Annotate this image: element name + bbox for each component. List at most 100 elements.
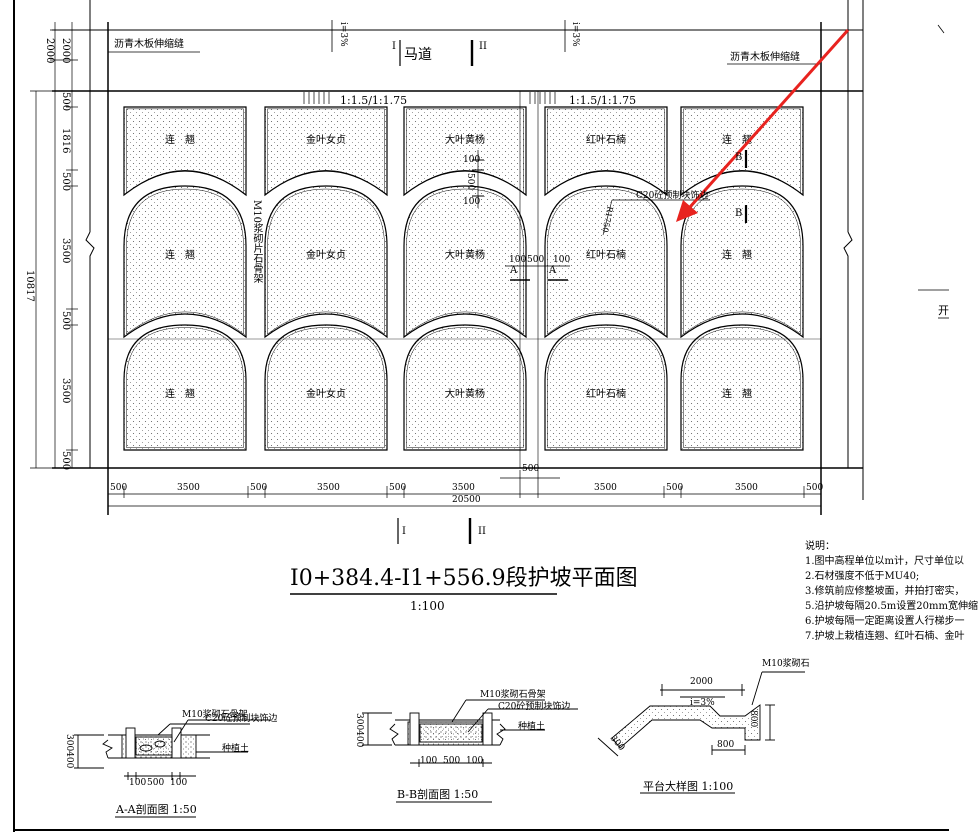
dim-left-1: 2000 — [60, 38, 71, 64]
cell-inner-row3-5 — [683, 327, 801, 448]
section-mark-I-top: I — [392, 41, 396, 52]
dim-left-2: 500 — [60, 92, 71, 112]
cell-inner-row2-3 — [406, 188, 524, 335]
aa-label-2: C20砼预制块饰边 — [205, 714, 278, 724]
plant-label-row3-3: 大叶黄杨 — [445, 387, 485, 400]
note-1: 1.图中高程单位以m计，尺寸单位以 — [805, 556, 965, 567]
aa-dim-3: 100 — [170, 778, 188, 788]
bb-dim-v: 300400 — [354, 713, 364, 748]
cell-row1-2 — [264, 106, 388, 197]
platform-drawing — [597, 671, 805, 794]
dim-total-height: 10817 — [24, 270, 35, 302]
platform-dim-side: 800 — [748, 710, 758, 728]
platform-slope: i=3% — [690, 698, 715, 708]
plant-label-row1-2: 金叶女贞 — [306, 133, 346, 146]
aa-label-1: M10浆砌石骨架 — [182, 710, 248, 720]
dim-bottom-8: 500 — [666, 483, 684, 493]
plant-label-row2-4: 红叶石楠 — [586, 248, 626, 261]
aa-dim-2: 500 — [147, 778, 165, 788]
bb-label-2: C20砼预制块饰边 — [498, 702, 571, 712]
bb-label-3: 种植土 — [518, 722, 546, 732]
bb-caption: B-B剖面图 1:50 — [397, 788, 479, 801]
bb-dim-1: 100 — [420, 756, 438, 766]
bb-label-1: M10浆砌石骨架 — [480, 690, 546, 700]
skeleton-label: M10浆砌片石骨架 — [251, 200, 262, 283]
dim-bottom-6: 500 — [522, 464, 540, 474]
notes-heading: 说明： — [805, 541, 835, 552]
aa-dim-v: 300400 — [64, 734, 74, 769]
cell-row1-4 — [544, 106, 668, 197]
plant-label-row2-2: 金叶女贞 — [306, 248, 346, 261]
dim-left-4: 500 — [60, 172, 71, 192]
annotation-arrow — [676, 29, 850, 222]
cell-row3-3 — [403, 324, 527, 451]
dim-left-6: 500 — [60, 311, 71, 331]
dim-inner-100d: 100 — [553, 255, 571, 265]
cell-inner-row1-3 — [406, 108, 524, 194]
aa-label-3: 种植土 — [222, 744, 250, 754]
dim-bottom-7: 3500 — [594, 483, 617, 493]
platform-caption: 平台大样图 1:100 — [643, 780, 734, 793]
dim-left-5: 3500 — [60, 238, 71, 264]
slope-mark-1: i=3% — [338, 22, 348, 47]
section-mark-A-right: A — [549, 265, 557, 276]
cell-inner-row3-1 — [126, 327, 244, 448]
cell-row2-1 — [123, 185, 247, 339]
cell-inner-row3-4 — [547, 327, 665, 448]
plant-label-row2-3: 大叶黄杨 — [445, 248, 485, 261]
cell-inner-row1-1 — [126, 108, 244, 194]
plant-label-row1-1: 连翘 — [165, 133, 205, 146]
dim-inner-500a: 500 — [465, 173, 475, 191]
cell-inner-row1-4 — [547, 108, 665, 194]
dim-inner-500b: 500 — [527, 255, 545, 265]
platform-dim-top: 2000 — [690, 677, 713, 687]
section-markers — [108, 20, 820, 544]
dim-bottom-2: 500 — [250, 483, 268, 493]
platform-dim-bottom: 800 — [717, 740, 735, 750]
cell-inner-row2-4 — [547, 188, 665, 335]
joint-label-left: 沥青木板伸缩缝 — [114, 39, 184, 50]
section-aa-drawing — [74, 719, 270, 818]
plant-label-row1-4: 红叶石楠 — [586, 133, 626, 146]
planting-cells: 连翘金叶女贞大叶黄杨红叶石楠连翘连翘金叶女贞大叶黄杨红叶石楠连翘连翘金叶女贞大叶… — [108, 106, 821, 451]
note-3: 3.修筑前应修整坡面，并拍打密实， — [805, 586, 965, 597]
slope-ratio-right: 1:1.5/1:1.75 — [569, 94, 637, 107]
note-6: 6.护坡每隔一定距离设置人行梯步一 — [805, 616, 965, 627]
bb-dim-2: 500 — [443, 756, 461, 766]
dim-inner-100c: 100 — [509, 255, 527, 265]
section-mark-I-bottom: I — [402, 526, 406, 537]
dimension-bottom — [108, 470, 821, 507]
cell-inner-row2-1 — [126, 188, 244, 335]
plant-label-row2-1: 连翘 — [165, 248, 205, 261]
dim-bottom-0: 500 — [110, 483, 128, 493]
cell-row2-3 — [403, 185, 527, 339]
cell-row1-1 — [123, 106, 247, 197]
dim-inner-100a: 100 — [463, 155, 481, 165]
joint-label-right: 沥青木板伸缩缝 — [730, 52, 800, 63]
dim-bottom-3: 3500 — [317, 483, 340, 493]
dim-left-8: 500 — [60, 451, 71, 471]
right-fragment — [918, 24, 949, 319]
cell-row2-4 — [544, 185, 668, 339]
aa-dim-1: 100 — [129, 778, 147, 788]
slope-mark-2: i=3% — [570, 22, 580, 47]
cell-inner-row1-2 — [267, 108, 385, 194]
section-mark-B-bottom: B — [735, 208, 743, 219]
section-mark-A-left: A — [510, 265, 518, 276]
plant-label-row3-1: 连翘 — [165, 387, 205, 400]
plan-outline — [52, 0, 863, 515]
note-2: 2.石材强度不低于MU40; — [805, 571, 920, 582]
dim-inner-100b: 100 — [463, 197, 481, 207]
cell-row1-5 — [680, 106, 804, 197]
note-5: 5.沿护坡每隔20.5m设置20mm宽伸缩 — [805, 601, 978, 612]
road-label: 马道 — [404, 47, 432, 63]
section-mark-II-bottom: II — [478, 526, 486, 537]
cell-inner-row2-5 — [683, 188, 801, 335]
cell-inner-row3-3 — [406, 327, 524, 448]
plant-label-row3-2: 金叶女贞 — [306, 387, 346, 400]
dim-bottom-10: 500 — [806, 483, 824, 493]
dim-bottom-1: 3500 — [177, 483, 200, 493]
edge-label: C20砼预制块饰边 — [636, 191, 709, 201]
platform-label-1: M10浆砌石 — [762, 659, 810, 669]
section-bb-drawing — [362, 699, 578, 803]
